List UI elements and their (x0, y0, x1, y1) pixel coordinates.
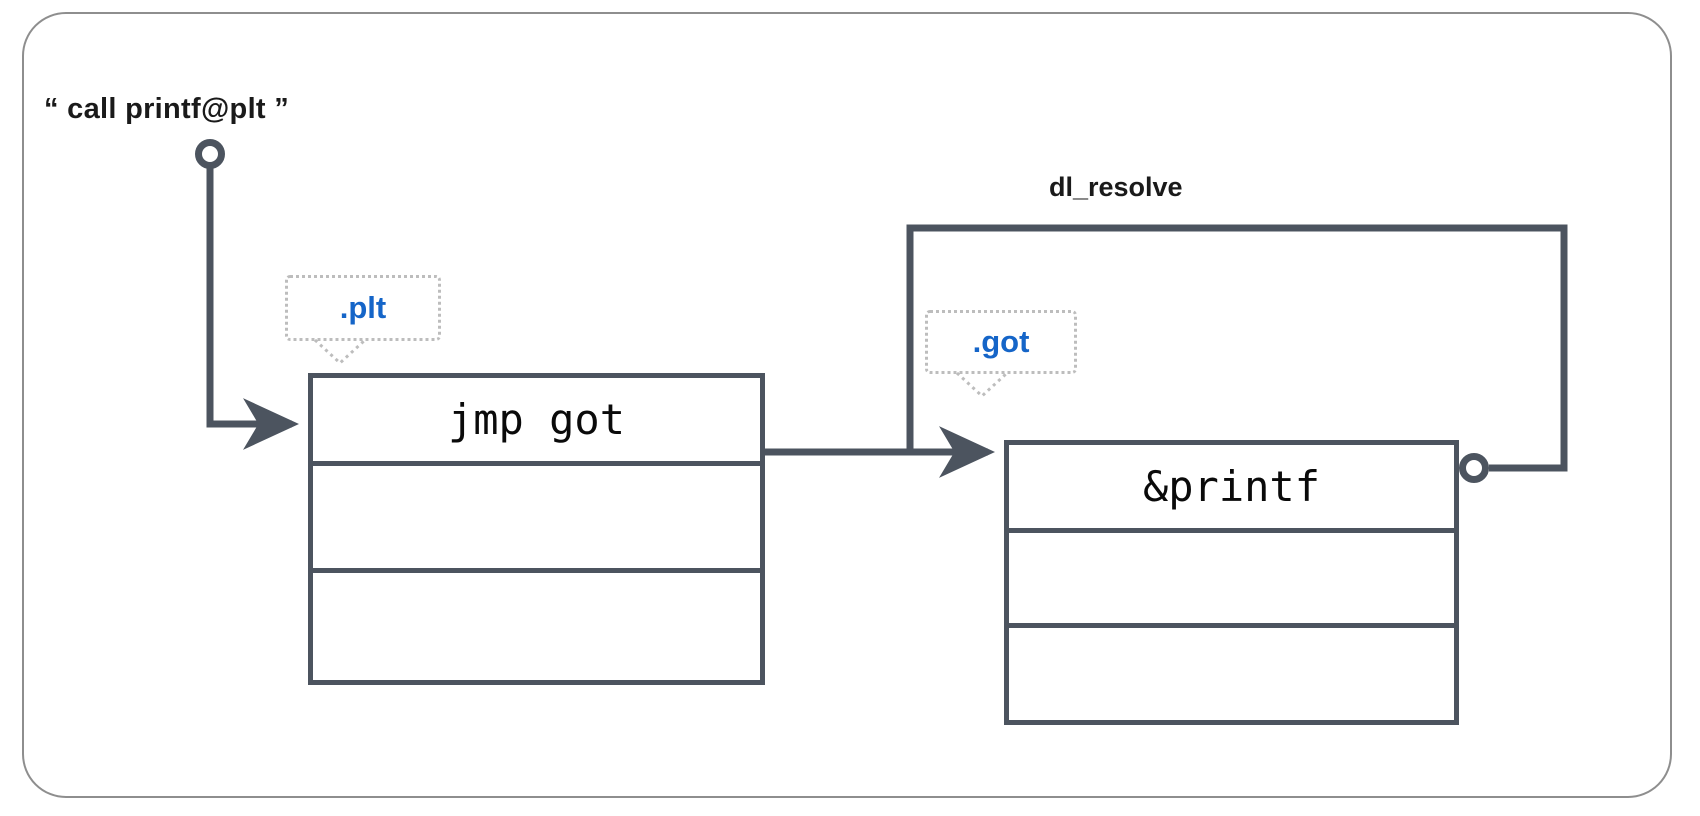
got-callout-label: .got (925, 310, 1077, 374)
got-row-1[interactable] (1009, 533, 1454, 628)
got-row-2[interactable] (1009, 628, 1454, 720)
plt-table: jmp got (308, 373, 765, 685)
got-callout: .got (925, 310, 1077, 399)
got-table: &printf (1004, 440, 1459, 725)
plt-row-0[interactable]: jmp got (313, 378, 760, 466)
plt-callout-label: .plt (285, 275, 441, 341)
plt-row-1[interactable] (313, 466, 760, 573)
got-callout-tail-icon (955, 371, 1009, 399)
plt-callout-tail-icon (313, 338, 367, 366)
dl-resolve-label: dl_resolve (1049, 172, 1183, 202)
plt-row-2[interactable] (313, 573, 760, 680)
got-row-0[interactable]: &printf (1009, 445, 1454, 533)
plt-callout: .plt (285, 275, 441, 366)
call-site-label: “ call printf@plt ” (44, 93, 290, 125)
